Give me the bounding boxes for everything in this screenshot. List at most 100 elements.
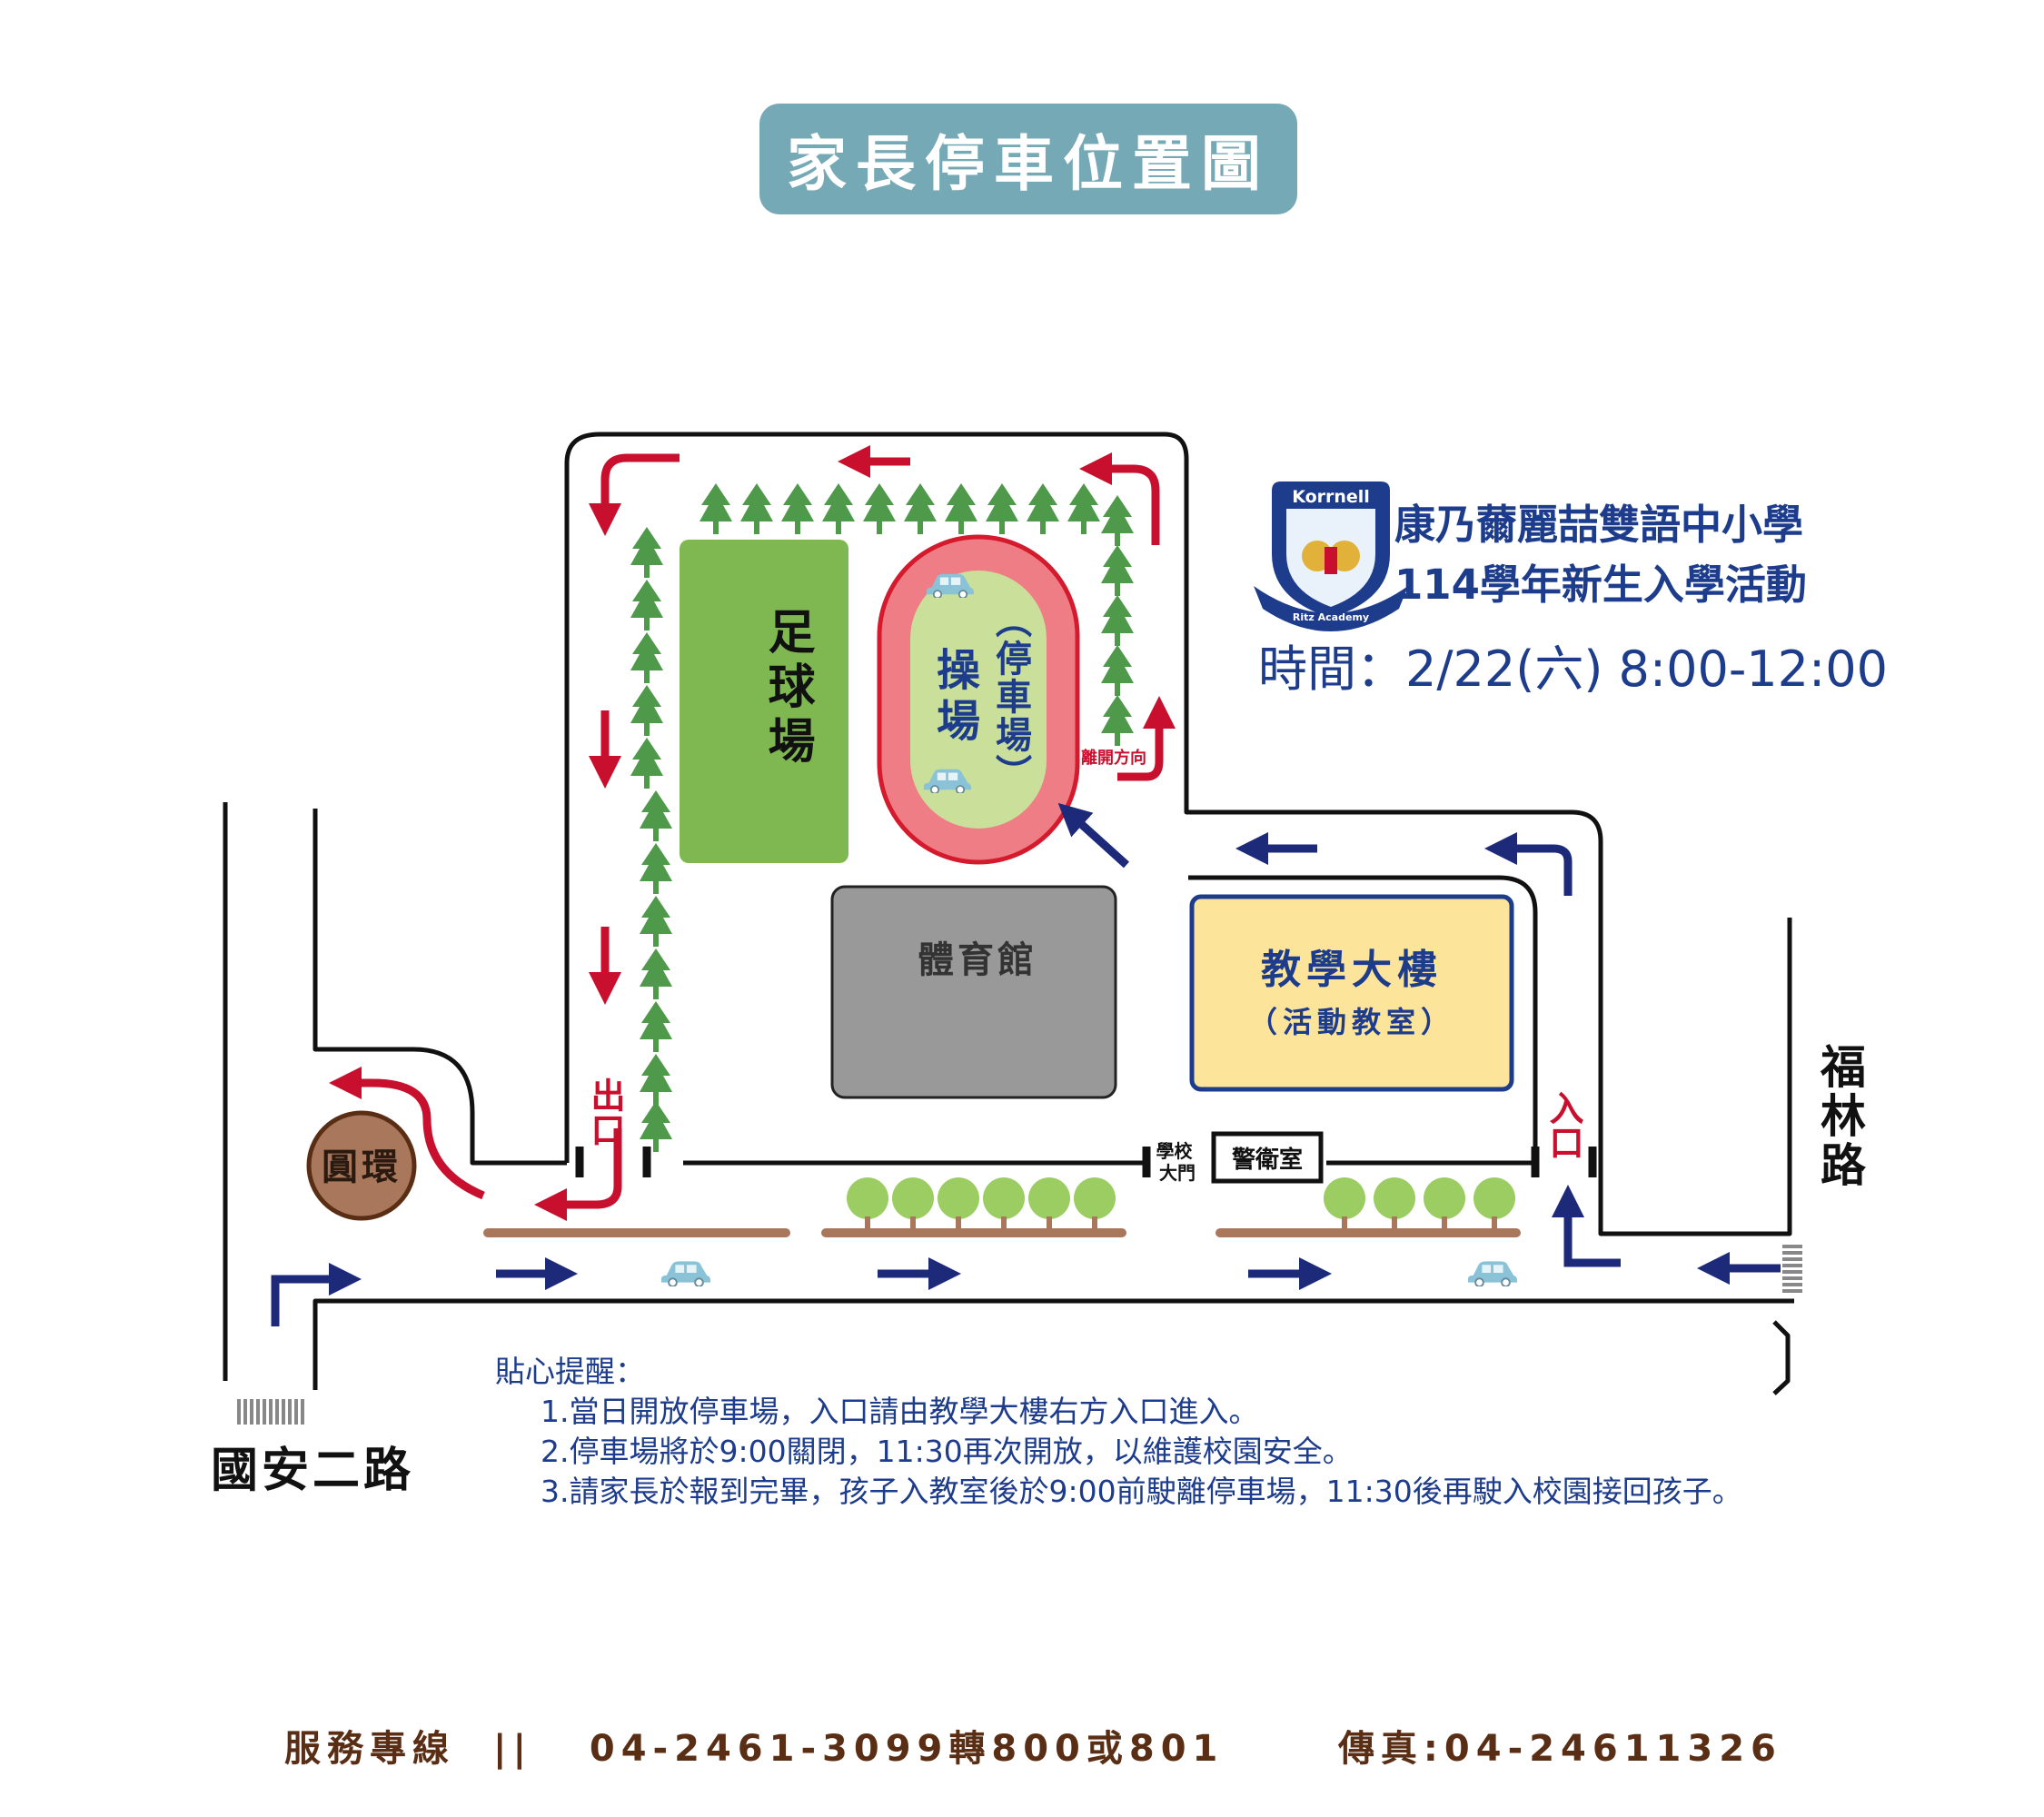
planter-strip [483,1228,790,1237]
logo-text-top: Korrnell [1292,487,1370,507]
hotline-number[interactable]: 04-2461-3099轉800或801 [589,1728,1225,1770]
tree-icon [640,1001,672,1052]
teaching-building [1189,894,1514,1092]
arrow-red-icon [589,453,680,536]
activity-room-label: （活動教室） [1248,1005,1455,1039]
car-icon [1466,1260,1519,1286]
tree-icon [1067,483,1100,534]
school-gate-line1: 學校 [1156,1140,1194,1162]
arrow-navy-icon [1057,802,1130,869]
event-name: 114學年新生入學活動 [1394,561,1807,609]
field [910,571,1047,829]
tree-icon [863,483,896,534]
tree-icon [822,483,855,534]
separator: || [492,1728,533,1770]
tree-icon [640,948,672,999]
guoan-road-right [313,809,567,1166]
planter-strip [1215,1228,1521,1237]
parking-note: （停車場） [989,601,1032,792]
leave-direction-label: 離開方向 [1081,748,1146,768]
arrow-red-icon [1079,452,1160,545]
tree-icon [1027,483,1059,534]
arrow-red-icon [1117,696,1176,781]
school-name: 康乃薾麗喆雙語中小學 [1394,501,1804,549]
road-guoan-label: 國安二路 [211,1444,414,1498]
tree-icon [1101,695,1134,746]
soccer-field [680,540,848,863]
playground: 操場 （停車場） [877,534,1080,865]
gym [830,885,1117,1099]
tree-icon [700,483,732,534]
round-tree-icon [1324,1177,1365,1231]
campus-west-wall [564,432,1792,1236]
tree-icon [986,483,1018,534]
tree-icon [640,790,672,841]
event-time: 時間：2/22(六) 8:00-12:00 [1258,640,1888,698]
gate-posts [575,1147,1597,1177]
tree-icon [640,896,672,947]
round-tree-icon [983,1177,1025,1231]
page-title: 家長停車位置圖 [759,104,1297,214]
tree-icon [630,738,663,789]
guard-room-label: 警衛室 [1232,1146,1303,1174]
school-gate-line2: 大門 [1159,1162,1196,1184]
tree-icon [640,1054,672,1105]
inner-drive [1188,875,1538,1149]
tree-icon [945,483,977,534]
hotline-label: 服務專線 [284,1728,455,1770]
note-item: 2.停車場將於9:00關閉，11:30再次開放，以維護校園安全。 [541,1434,1353,1469]
fax-number: 傳真:04-24611326 [1337,1728,1782,1770]
notes: 貼心提醒： 1.當日開放停車場，入口請由教學大樓右方入口進入。 2.停車場將於9… [495,1352,1742,1512]
road-fulin-label: 福林路 [1813,1043,1867,1190]
round-tree-icon [847,1177,888,1231]
tree-icon [640,843,672,894]
east-bracket [1772,1320,1791,1395]
tree-icon [1101,545,1134,596]
round-tree-icon [1424,1177,1465,1231]
tree-icon [904,483,937,534]
tree-icon [1101,495,1134,546]
crosswalks [237,1245,1802,1425]
street-planters [483,1177,1521,1237]
crosswalk-west [237,1399,304,1425]
logo-text-bottom: Ritz Academy [1293,611,1369,623]
playground-label: 操場 [928,647,980,749]
school-gate-label: 學校 大門 [1156,1140,1199,1184]
tree-icon [740,483,773,534]
tree-icon [640,1101,672,1152]
arrow-navy-icon [271,1263,362,1326]
road-outlines [223,432,1794,1395]
soccer-field-label: 足球場 [759,607,815,770]
gym-label: 體育館 [918,939,1037,981]
red-direction-arrows [329,445,1176,1221]
round-tree-icon [938,1177,979,1231]
tree-icon [1101,645,1134,696]
navy-direction-arrows [271,802,1781,1326]
teaching-building-label: 教學大樓 [1261,947,1443,993]
arrow-navy-icon [1552,1185,1621,1267]
guard-room [1211,1131,1324,1184]
main-street-edge [313,1298,1794,1390]
tree-icon [630,580,663,630]
roundabout [306,1110,417,1221]
entrance-label: 入口 [1543,1090,1583,1159]
arrow-red-icon [534,1128,622,1221]
round-tree-icon [892,1177,934,1231]
round-tree-icon [1028,1177,1070,1231]
note-item: 3.請家長於報到完畢，孩子入教室後於9:00前駛離停車場，11:30後再駛入校園… [541,1474,1742,1509]
school-logo: Korrnell Ritz Academy [1254,482,1408,631]
tree-icon [1101,595,1134,646]
tree-icon [630,685,663,736]
crosswalk-east [1782,1245,1802,1293]
school-info: 康乃薾麗喆雙語中小學 114學年新生入學活動 [1394,495,1807,615]
round-tree-icon [1374,1177,1415,1231]
arrow-navy-icon [1484,832,1573,896]
round-tree-icon [1074,1177,1116,1231]
car-icon [660,1260,712,1286]
round-tree-icon [1473,1177,1515,1231]
roundabout-label: 圓環 [322,1147,402,1188]
notes-heading: 貼心提醒： [495,1354,645,1389]
tree-icon [630,632,663,683]
arrow-red-icon [329,1067,485,1200]
